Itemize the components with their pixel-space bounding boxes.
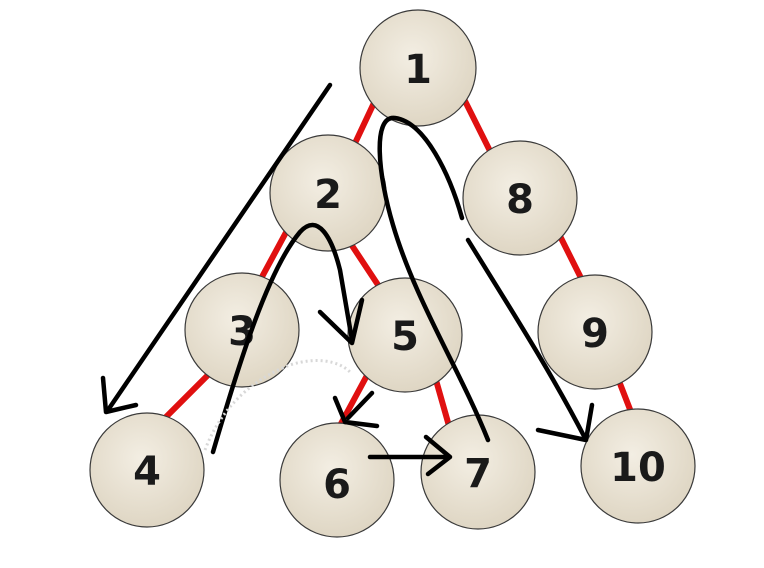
arrow-to-node-6	[345, 390, 375, 421]
node-7-label: 7	[464, 451, 492, 497]
node-4: 4	[89, 412, 205, 528]
node-4-circle	[89, 412, 205, 528]
node-10-circle	[580, 408, 696, 524]
traversal-arrows	[100, 82, 595, 477]
node-1-label: 1	[404, 47, 432, 93]
node-8-label: 8	[506, 177, 534, 223]
node-8: 8	[462, 140, 578, 256]
node-2: 2	[269, 134, 387, 252]
arrow-to-node-5	[210, 222, 355, 455]
node-2-label: 2	[314, 172, 342, 218]
node-3-circle	[184, 272, 300, 388]
node-5-label: 5	[391, 314, 419, 360]
arrow-to-node-4-head	[100, 375, 139, 415]
node-6-circle	[279, 422, 395, 538]
node-10: 10	[580, 408, 696, 524]
arrow-to-node-4	[105, 82, 333, 413]
arrow-to-node-10-head	[535, 402, 595, 443]
node-7: 7	[420, 414, 536, 530]
node-1: 1	[359, 9, 477, 127]
node-4-label: 4	[133, 449, 161, 495]
arrow-to-node-5-head	[317, 297, 365, 346]
arrow-to-node-10	[377, 115, 588, 443]
node-6-label: 6	[323, 462, 351, 508]
node-9-circle	[537, 274, 653, 390]
node-1-circle	[359, 9, 477, 127]
node-5-circle	[347, 277, 463, 393]
node-6: 6	[279, 422, 395, 538]
arrow-to-node-6-head	[332, 395, 380, 429]
arrow-to-node-7-head	[423, 434, 453, 477]
node-3: 3	[184, 272, 300, 388]
node-10-label: 10	[610, 445, 666, 491]
node-8-circle	[462, 140, 578, 256]
node-9-label: 9	[581, 311, 609, 357]
tree-nodes: 1 2 3 4 5 6 7 8	[89, 9, 696, 538]
node-9: 9	[537, 274, 653, 390]
node-5: 5	[347, 277, 463, 393]
